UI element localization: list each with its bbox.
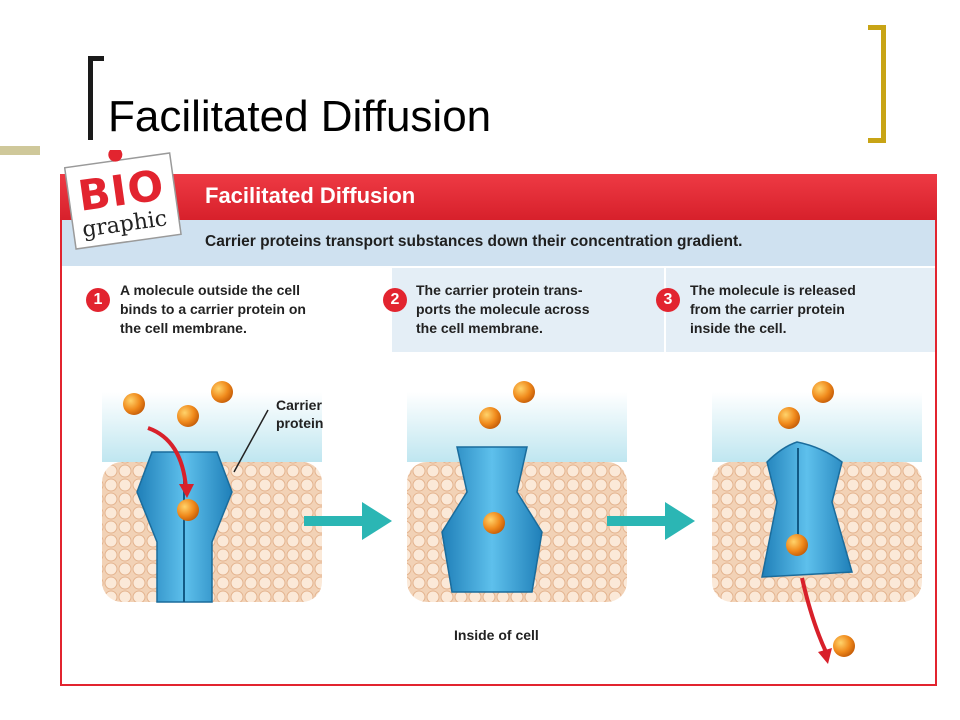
stage-2-scene (407, 381, 627, 602)
carrier-protein-label: Carrier protein (276, 397, 324, 431)
molecule-2a (479, 407, 501, 429)
molecule-2b (513, 381, 535, 403)
left-bracket (88, 56, 93, 140)
molecule-1b (177, 405, 199, 427)
biographic-logo-art (63, 147, 182, 250)
biographic-logo (63, 147, 182, 254)
step-panel-3 (666, 268, 935, 352)
diffusion-diagram (102, 381, 922, 664)
step-text-3: The molecule is released from the carrie… (690, 282, 856, 336)
molecule-1-bound (177, 499, 199, 521)
figure-subtitle: Carrier proteins transport substances do… (205, 233, 743, 250)
molecule-3-released (786, 534, 808, 556)
figure-subheader-bar (62, 220, 935, 266)
stage-arrow-2 (607, 502, 695, 540)
step-number-1: 1 (86, 288, 110, 312)
step-number-3: 3 (656, 288, 680, 312)
step-panel-1 (62, 268, 390, 352)
molecule-3-inside (833, 635, 855, 657)
step-number-2: 2 (383, 288, 407, 312)
stage-arrow-1 (304, 502, 392, 540)
stage-1-scene (102, 381, 322, 603)
stage-3-scene (712, 381, 922, 664)
step-panel-2 (392, 268, 664, 352)
slide-left-bar (0, 146, 40, 155)
right-bracket-top (868, 25, 886, 30)
entry-arrow-1 (147, 426, 188, 489)
slide-title: Facilitated Diffusion (108, 92, 492, 141)
molecule-1a (123, 393, 145, 415)
carrier-protein-3 (761, 441, 853, 578)
molecule-3b (812, 381, 834, 403)
molecule-3a (778, 407, 800, 429)
molecule-2-bound (483, 512, 505, 534)
molecule-1c (211, 381, 233, 403)
inside-of-cell-label: Inside of cell (454, 627, 539, 643)
step-text-2: The carrier protein trans- ports the mol… (416, 282, 590, 336)
left-bracket-top (88, 56, 104, 61)
figure-header-bar (60, 174, 937, 220)
step-text-1: A molecule outside the cell binds to a c… (120, 282, 306, 336)
right-bracket (881, 25, 886, 143)
exit-arrow-3 (800, 577, 828, 653)
carrier-protein-pointer (233, 409, 269, 473)
right-bracket-bottom (868, 138, 886, 143)
figure-header-title: Facilitated Diffusion (205, 183, 416, 208)
